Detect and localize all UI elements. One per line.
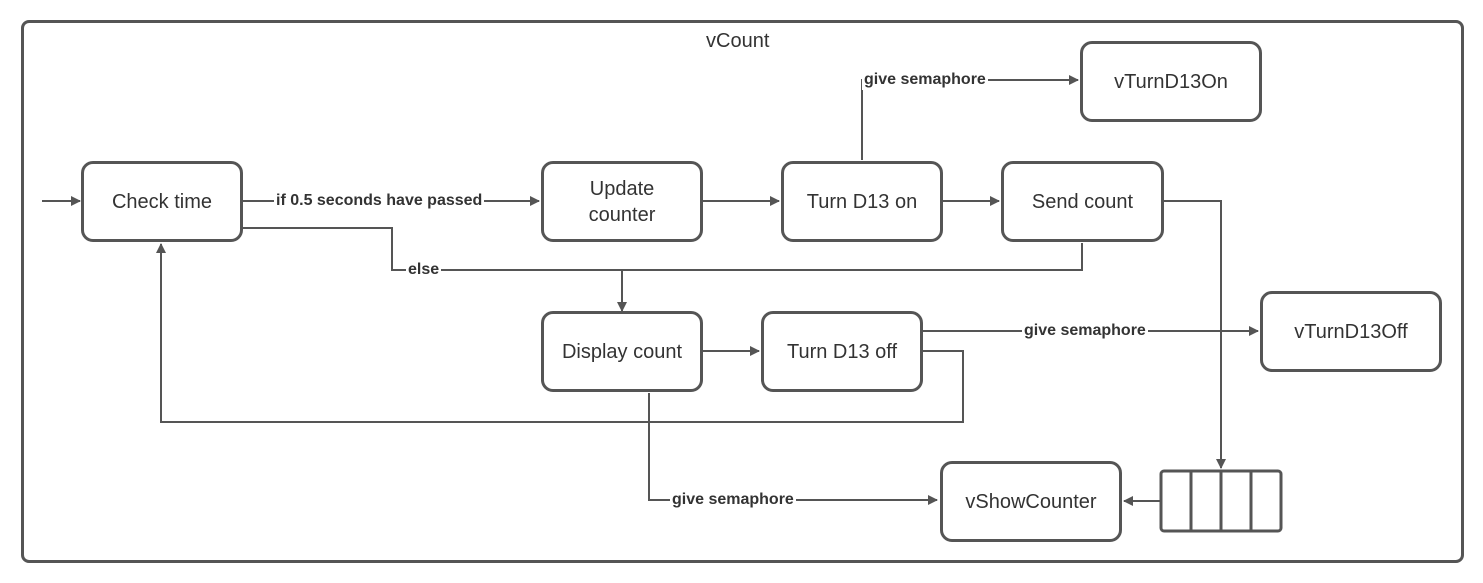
node-vshowcounter: vShowCounter [940,461,1122,542]
edge-send-to-display [622,243,1083,271]
label-give-semaphore-show: give semaphore [670,490,796,510]
node-send-count: Send count [1001,161,1164,242]
vcount-title: vCount [706,30,770,52]
node-vturnd13off: vTurnD13Off [1260,291,1442,372]
edge-send-to-queue [1164,200,1226,469]
label-give-semaphore-off: give semaphore [1022,321,1148,341]
node-display-count: Display count [541,311,703,392]
node-turn-d13-off: Turn D13 off [761,311,923,392]
label-give-semaphore-on: give semaphore [862,70,988,90]
edge-display-to-vshowcounter [648,393,938,505]
node-check-time: Check time [81,161,243,242]
vcount-frame [21,20,1464,563]
queue-icon [1159,469,1283,533]
node-turn-d13-on: Turn D13 on [781,161,943,242]
node-vturnd13on: vTurnD13On [1080,41,1262,122]
edge-turn-on-to-vturnd13on [861,75,1079,160]
edge-check-else-to-display [243,227,627,312]
label-else: else [406,260,442,280]
edge-turn-off-loop-to-check [156,243,964,423]
label-if-passed: if 0.5 seconds have passed [274,191,485,211]
node-update-counter: Update counter [541,161,703,242]
